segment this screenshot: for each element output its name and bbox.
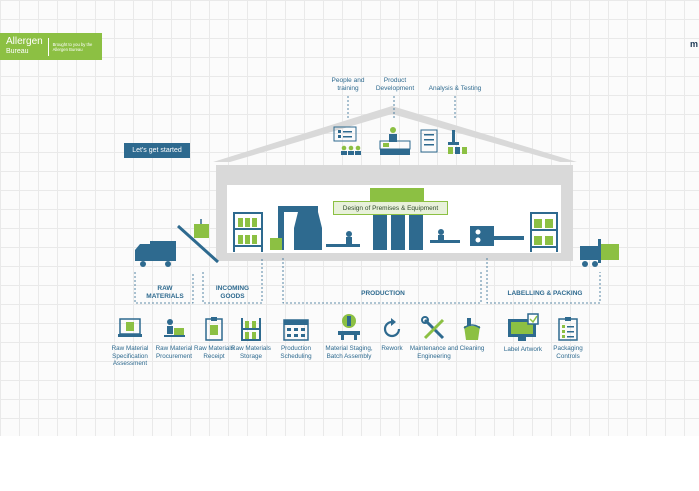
step-raw-materials-receipt[interactable]: Raw Materials Receipt — [189, 316, 239, 360]
staging-icon — [338, 314, 360, 340]
lets-get-started-button[interactable]: Let's get started — [124, 143, 190, 158]
people-training-label[interactable]: People and training — [331, 77, 365, 92]
conveyor-ramp — [176, 219, 220, 264]
step-production-scheduling[interactable]: Production Scheduling — [271, 316, 321, 360]
step-rework[interactable]: Rework — [372, 316, 412, 353]
step-label-artwork[interactable]: Label Artwork — [498, 313, 548, 354]
flowchart-canvas: Allergen Bureau Brought to you by the Al… — [0, 0, 699, 436]
section-labelling-packing: LABELLING & PACKING — [507, 290, 583, 297]
corner-mark: m — [690, 39, 699, 49]
cleaning-bucket-icon — [463, 318, 481, 340]
label-monitor-icon — [508, 313, 539, 341]
factory-roof — [213, 106, 577, 162]
step-raw-material-specification[interactable]: Raw Material Specification Assessment — [105, 316, 155, 368]
section-production: PRODUCTION — [361, 290, 405, 297]
analysis-testing-label[interactable]: Analysis & Testing — [428, 85, 482, 92]
factory-illustration — [134, 96, 619, 304]
product-development-label[interactable]: Product Development — [375, 77, 415, 92]
section-incoming-goods: INCOMING GOODS — [215, 285, 250, 300]
receipt-clipboard-icon — [205, 317, 223, 341]
forklift — [580, 239, 619, 267]
factory-floor — [216, 253, 573, 261]
person-computer-icon — [164, 319, 185, 337]
storage-shelf-icon — [241, 318, 261, 341]
finished-goods-shelf — [530, 212, 558, 252]
logo-divider — [47, 37, 49, 56]
rework-arrow-icon — [383, 318, 401, 338]
factory-wall-right — [561, 165, 573, 260]
delivery-truck — [135, 241, 176, 267]
storage-shelf — [233, 212, 263, 252]
step-raw-materials-storage[interactable]: Raw Materials Storage — [226, 316, 276, 360]
section-raw-materials: RAW MATERIALS — [146, 285, 184, 300]
factory-ceiling — [216, 165, 573, 185]
logo-tagline: Brought to you by the Allergen Bureau — [52, 41, 93, 52]
tools-icon — [421, 316, 445, 340]
allergen-bureau-logo[interactable]: Allergen Bureau Brought to you by the Al… — [0, 33, 102, 60]
checklist-icon — [558, 317, 578, 341]
step-cleaning[interactable]: Cleaning — [452, 316, 492, 353]
people-training-icon — [333, 126, 361, 155]
step-raw-material-procurement[interactable]: Raw Material Procurement — [149, 316, 199, 360]
analysis-testing-icon — [420, 129, 467, 154]
design-of-premises-button[interactable]: Design of Premises & Equipment — [333, 201, 448, 215]
logo-brand: Allergen Bureau — [6, 35, 43, 55]
step-maintenance-engineering[interactable]: Maintenance and Engineering — [406, 316, 462, 360]
clipboard-laptop-icon — [118, 318, 142, 337]
product-development-icon — [379, 127, 411, 155]
factory-wall-left — [216, 165, 227, 260]
step-material-staging[interactable]: Material Staging, Batch Assembly — [320, 313, 378, 360]
step-packaging-controls[interactable]: Packaging Controls — [543, 316, 593, 360]
calendar-icon — [283, 319, 309, 341]
